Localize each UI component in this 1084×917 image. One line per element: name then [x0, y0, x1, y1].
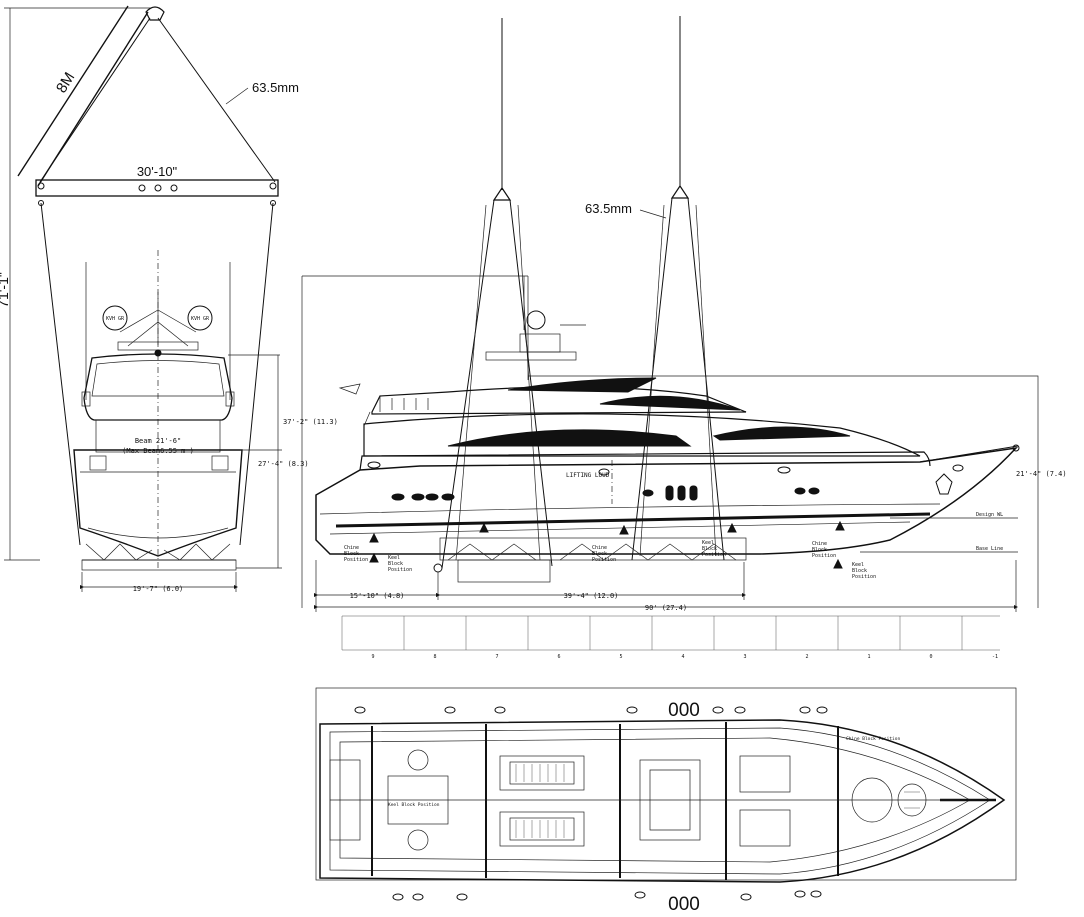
plan-bottom-marks: 000: [668, 894, 700, 915]
svg-text:0: 0: [929, 654, 932, 660]
block-positions: Chine Block Position Keel Block Position…: [344, 520, 876, 580]
radar-right-label: KVH GR: [191, 316, 210, 322]
spreader-width-label: 30'-10": [137, 164, 178, 179]
svg-text:4: 4: [681, 654, 684, 660]
svg-text:7: 7: [495, 654, 498, 660]
dim-aft-label: 15'-10" (4.8): [350, 592, 405, 600]
plan-top-marks: 000: [668, 700, 700, 721]
sling-length-label: 8M: [53, 69, 78, 96]
plan-chine-label: Chine Block Position: [846, 736, 900, 742]
svg-text:Chine: Chine: [344, 545, 359, 551]
height-37-label: 37'-2" (11.3): [283, 418, 338, 426]
svg-text:Position: Position: [852, 574, 876, 580]
svg-text:2: 2: [805, 654, 808, 660]
design-waterline-label: Design WL: [976, 512, 1003, 518]
base-line-label: Base Line: [976, 546, 1003, 552]
svg-text:Block: Block: [592, 551, 607, 557]
svg-text:Chine: Chine: [592, 545, 607, 551]
dim-overall-label: 90' (27.4): [645, 604, 687, 612]
dim-mid-label: 39'-4" (12.0): [564, 592, 619, 600]
height-27-label: 27'-4" (8.3): [258, 460, 309, 468]
svg-text:Keel: Keel: [852, 562, 864, 568]
svg-text:-1: -1: [992, 654, 998, 660]
frame-scale: 9 8 7 6 5 4 3 2 1 0 -1: [341, 615, 1000, 660]
svg-text:Keel: Keel: [388, 555, 400, 561]
svg-text:8: 8: [433, 654, 436, 660]
svg-text:Keel: Keel: [702, 540, 714, 546]
radar-left-label: KVH GR: [106, 316, 125, 322]
cradle-width-label: 19'-7" (6.0): [133, 585, 184, 593]
svg-text:Position: Position: [592, 557, 616, 563]
svg-text:Position: Position: [388, 567, 412, 573]
plan-view: 000 000 Keel Block Position Chine Block …: [315, 687, 1017, 915]
total-height-label: 71'-1": [0, 272, 11, 308]
svg-text:3: 3: [743, 654, 746, 660]
plan-keel-label: Keel Block Position: [388, 802, 440, 808]
bow-height-label: 21'-4" (7.4): [1016, 470, 1067, 478]
svg-text:Chine: Chine: [812, 541, 827, 547]
svg-text:Block: Block: [702, 546, 717, 552]
svg-text:Block: Block: [344, 551, 359, 557]
side-windows: [367, 461, 964, 501]
svg-text:Block: Block: [852, 568, 867, 574]
svg-text:Block: Block: [812, 547, 827, 553]
front-cable-diameter-label: 63.5mm: [252, 80, 299, 95]
front-view: 71'-1" 8M 63.5mm 30'-10" KVH GR KV: [0, 5, 309, 593]
max-beam-label: (Max Beam6.55 m ): [122, 447, 194, 455]
lifting-point-label: LIFTING LOUD: [566, 472, 610, 479]
svg-text:Position: Position: [812, 553, 836, 559]
beam-label: Beam 21'-6": [135, 437, 181, 445]
side-cable-diameter-label: 63.5mm: [585, 201, 632, 216]
svg-text:5: 5: [619, 654, 622, 660]
svg-text:Position: Position: [702, 552, 726, 558]
side-view: 37'-2" (11.3) 63.5mm: [283, 16, 1067, 660]
svg-text:6: 6: [557, 654, 560, 660]
fender-marks: [354, 706, 828, 901]
svg-text:Position: Position: [344, 557, 368, 563]
svg-text:Block: Block: [388, 561, 403, 567]
svg-text:9: 9: [371, 654, 374, 660]
svg-text:1: 1: [867, 654, 870, 660]
